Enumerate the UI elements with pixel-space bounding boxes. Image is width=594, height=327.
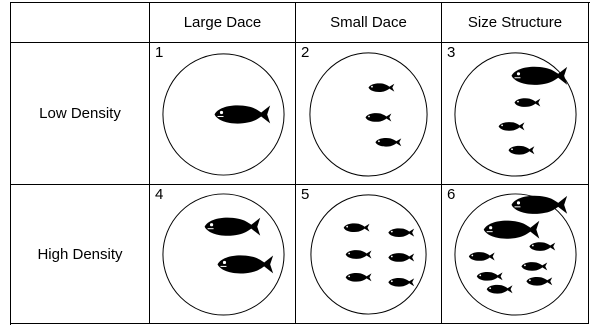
fish-icon [514, 98, 541, 107]
panel-6: 6 [442, 185, 589, 324]
panel-4-drawing [162, 193, 285, 316]
diagram-grid: Large Dace Small Dace Size Structure Low… [10, 2, 590, 325]
fish-icon [345, 250, 372, 259]
fish-icon [498, 122, 525, 131]
fish-icon [486, 284, 513, 294]
panel-number: 3 [447, 44, 456, 61]
fish-icon [508, 145, 535, 155]
col-header-small-dace: Small Dace [296, 3, 442, 43]
panel-number: 4 [155, 186, 164, 203]
panel-5-drawing [310, 194, 427, 315]
fish-icon [368, 83, 395, 93]
fish-icon [526, 276, 553, 286]
fish-icon [214, 104, 271, 125]
enclosure-circle [454, 52, 577, 177]
fish-icon [204, 217, 261, 237]
fish-icon [388, 228, 415, 237]
panel-2: 2 [296, 43, 442, 185]
row-label-high-density: High Density [11, 185, 150, 324]
fish-icon [529, 242, 556, 251]
panel-4: 4 [150, 185, 296, 324]
fish-icon [511, 195, 568, 215]
panel-number: 5 [301, 186, 310, 203]
panel-5: 5 [296, 185, 442, 324]
fish-icon [511, 66, 568, 86]
panel-3-drawing [454, 52, 577, 177]
enclosure-circle [162, 193, 285, 316]
col-header-large-dace: Large Dace [150, 3, 296, 43]
fish-icon [375, 137, 402, 147]
col-header-size-structure: Size Structure [442, 3, 589, 43]
panel-number: 6 [447, 186, 456, 203]
panel-2-drawing [309, 52, 428, 177]
panel-1-drawing [162, 53, 285, 176]
panel-number: 1 [155, 44, 164, 61]
enclosure-circle [454, 193, 577, 316]
fish-icon [476, 272, 503, 281]
fish-icon [388, 253, 415, 262]
fish-icon [343, 223, 370, 233]
fish-icon [521, 262, 548, 271]
fish-icon [345, 273, 372, 282]
fish-icon [365, 113, 392, 122]
enclosure-circle [162, 53, 285, 176]
enclosure-circle [310, 194, 427, 315]
fish-icon [468, 252, 495, 261]
panel-3: 3 [442, 43, 589, 185]
row-label-low-density: Low Density [11, 43, 150, 185]
panel-number: 2 [301, 44, 310, 61]
panel-1: 1 [150, 43, 296, 185]
enclosure-circle [309, 52, 428, 177]
corner-cell [11, 3, 150, 43]
fish-icon [483, 220, 540, 240]
panel-6-drawing [454, 193, 577, 316]
fish-icon [388, 277, 415, 287]
fish-icon [217, 254, 274, 274]
